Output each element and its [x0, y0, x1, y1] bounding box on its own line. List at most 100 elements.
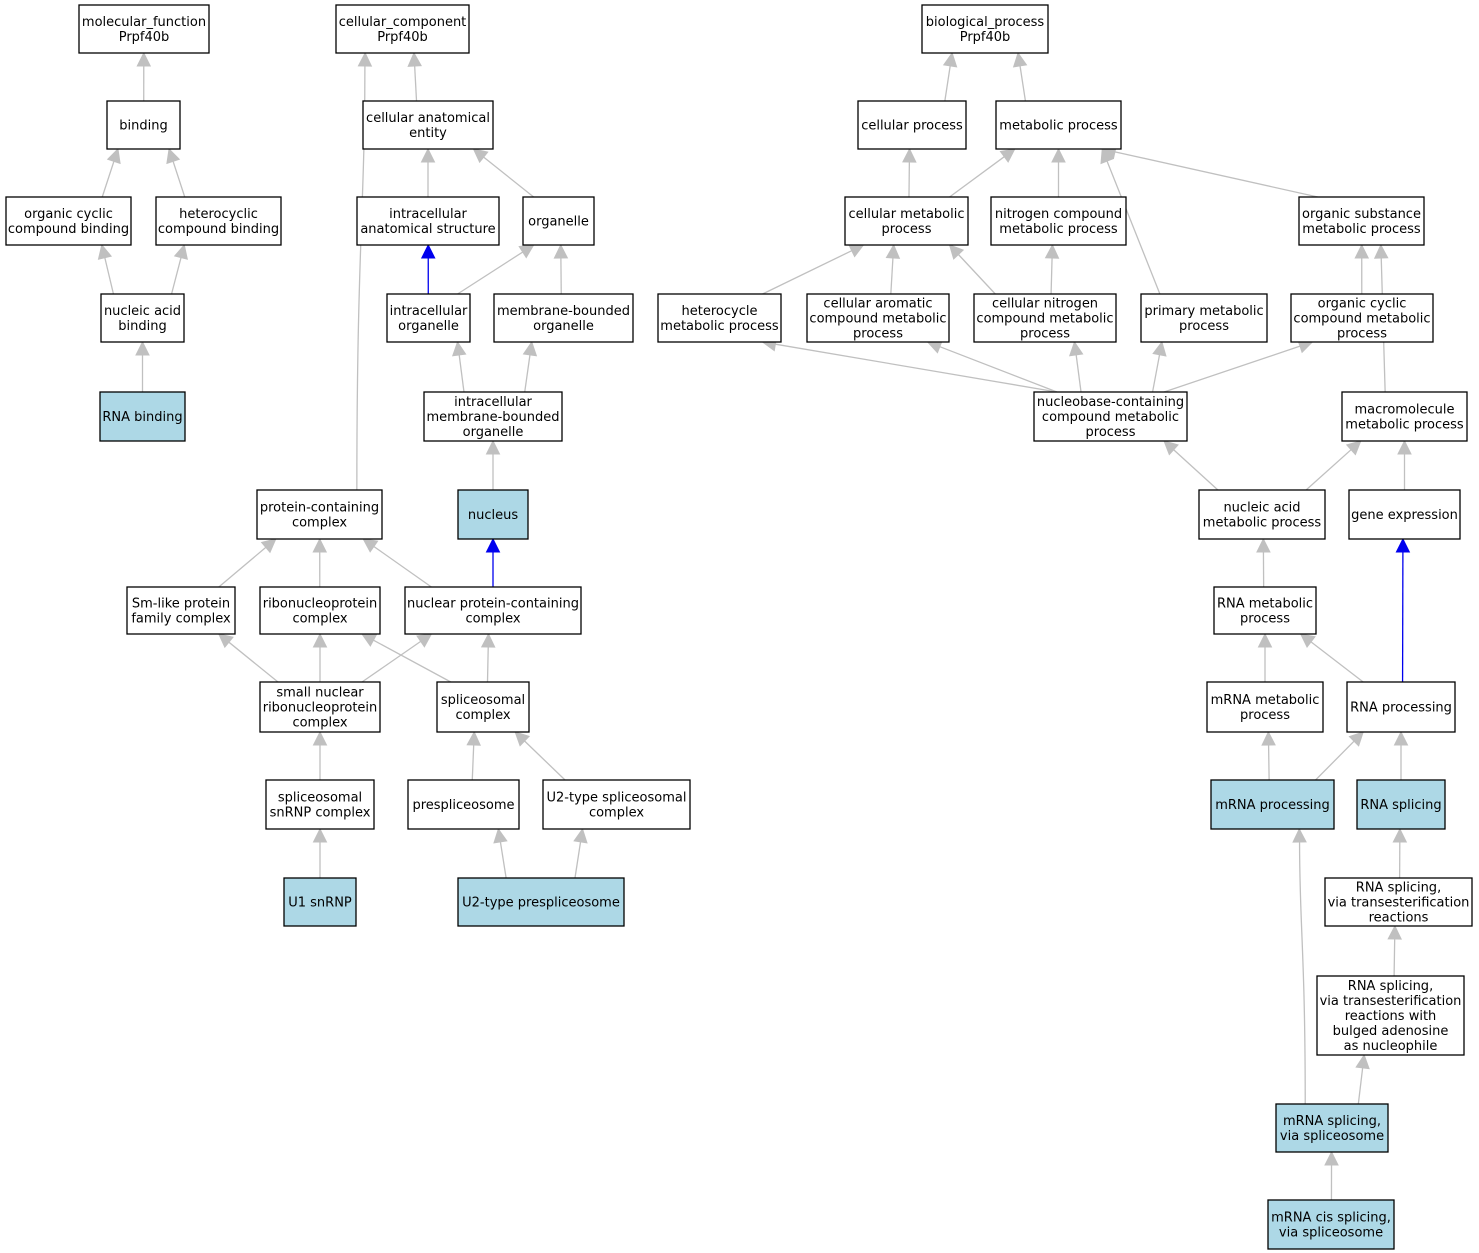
- node-label-line: organelle: [463, 425, 524, 440]
- node-box: [657, 293, 782, 343]
- node-box: [256, 489, 383, 540]
- node-label-line: metabolic process: [1345, 418, 1464, 433]
- node-label-line: bulged adenosine: [1333, 1024, 1449, 1039]
- arrowhead-rnaproc-to-ge: [1395, 537, 1411, 553]
- node-label-line: RNA processing: [1350, 701, 1452, 716]
- node-box: [542, 779, 691, 830]
- edge-u2pre-to-u2sc: [574, 841, 582, 879]
- node-label-line: organelle: [533, 319, 594, 334]
- node-label-line: reactions with: [1345, 1009, 1437, 1024]
- node-box: [1210, 779, 1335, 830]
- arrowhead-rsvtrb-to-rsvtr: [1387, 924, 1402, 940]
- node-box: [1033, 391, 1188, 442]
- edge-pmp-to-metab: [1106, 160, 1161, 295]
- node-prespliceosome: prespliceosome: [407, 779, 520, 830]
- arrowhead-pmp-to-metab: [1100, 147, 1115, 165]
- node-box: [995, 100, 1122, 150]
- node-box: [857, 100, 967, 150]
- node-label-line: compound metabolic: [976, 312, 1113, 327]
- node-label-line: small nuclear: [276, 686, 364, 701]
- node-label-line: compound binding: [158, 222, 279, 237]
- arrowhead-mbo-to-organelle: [553, 243, 569, 259]
- arrowhead-mmp-to-osmp: [1373, 243, 1389, 259]
- node-label-line: Sm-like protein: [132, 597, 230, 612]
- node-label-line: intracellular: [454, 395, 532, 410]
- node-label-line: family complex: [131, 612, 231, 627]
- arrowhead-rnaproc-to-rnamp: [1299, 633, 1316, 649]
- edge-u2sc-to-spliceosomal: [524, 740, 566, 781]
- node-box: [1275, 1103, 1389, 1153]
- edge-rsvtrb-to-rsvtr: [1393, 938, 1396, 977]
- node-rnaproc: RNA processing: [1346, 681, 1456, 733]
- arrowhead-io-to-ias: [420, 243, 436, 259]
- node-box: [457, 877, 625, 927]
- arrowhead-nab-to-ocb: [97, 243, 113, 260]
- edge-nab-to-hcb: [170, 257, 182, 295]
- arrowhead-mrsvs-to-mrnaproc: [1292, 827, 1307, 843]
- node-box: [106, 100, 181, 150]
- node-label-line: metabolic process: [1302, 222, 1421, 237]
- edge-nbcmp-to-hmp: [775, 343, 1058, 393]
- node-label-line: membrane-bounded: [426, 410, 559, 425]
- node-box: [457, 489, 529, 540]
- arrowhead-mrnaproc-to-rnaproc: [1348, 731, 1364, 747]
- arrowhead-ncmp-to-metab: [1051, 147, 1066, 163]
- node-box: [362, 100, 494, 150]
- node-rsvtrb: RNA splicing,via transesterificationreac…: [1316, 975, 1465, 1056]
- arrowhead-rnab-to-nab: [135, 340, 150, 356]
- edge-nab-to-ocb: [104, 257, 115, 295]
- arrowhead-mrnamp-to-rnamp: [1257, 632, 1273, 648]
- arrowhead-rnp-to-pcc: [312, 537, 328, 553]
- node-label-line: metabolic process: [999, 119, 1118, 134]
- node-box: [78, 4, 210, 54]
- node-label-line: RNA splicing,: [1356, 881, 1441, 896]
- arrowhead-ge-to-mmp: [1397, 439, 1412, 455]
- node-label-line: complex: [292, 612, 347, 627]
- node-label-line: RNA splicing: [1360, 798, 1441, 813]
- node-label-line: spliceosomal: [278, 791, 362, 806]
- node-label-line: U1 snRNP: [288, 896, 352, 911]
- edge-hcb-to-binding: [172, 161, 186, 198]
- node-label-line: process: [1337, 327, 1387, 342]
- node-box: [844, 196, 969, 246]
- node-label-line: U2-type spliceosomal: [547, 791, 687, 806]
- node-box: [522, 196, 595, 246]
- node-label-line: U2-type prespliceosome: [462, 896, 620, 911]
- node-u2pre: U2-type prespliceosome: [457, 877, 625, 927]
- node-label-line: mRNA cis splicing,: [1271, 1211, 1391, 1226]
- arrowhead-pcc-to-cc: [357, 51, 373, 67]
- node-label-line: cellular aromatic: [823, 297, 932, 312]
- node-label-line: metabolic process: [660, 319, 779, 334]
- node-label-line: ribonucleoprotein: [263, 701, 378, 716]
- node-label-line: mRNA splicing,: [1283, 1114, 1381, 1129]
- edge-mrsvs-to-mrnaproc: [1298, 841, 1306, 1105]
- node-label-line: cellular process: [861, 119, 963, 134]
- nodes-layer: molecular_functionPrpf40bbindingorganic …: [5, 4, 1473, 1250]
- node-label-line: nitrogen compound: [995, 207, 1122, 222]
- arrowhead-nbcmp-to-pmp: [1152, 340, 1167, 357]
- node-label-line: RNA splicing,: [1348, 979, 1433, 994]
- node-label-line: anatomical structure: [360, 222, 495, 237]
- node-label-line: membrane-bounded: [497, 304, 630, 319]
- node-box: [1140, 293, 1268, 343]
- edge-namp-to-nbcmp: [1173, 449, 1219, 491]
- arrowhead-u2sc-to-spliceosomal: [514, 731, 530, 747]
- arrowhead-ssnrnp-to-snrnp: [312, 730, 328, 746]
- node-label-line: complex: [589, 806, 644, 821]
- arrowhead-imbo-to-io: [452, 340, 467, 357]
- node-label-line: organic substance: [1302, 207, 1421, 222]
- edge-io-to-organelle: [457, 251, 524, 295]
- node-label-line: prespliceosome: [412, 798, 514, 813]
- node-label-line: Prpf40b: [119, 30, 170, 45]
